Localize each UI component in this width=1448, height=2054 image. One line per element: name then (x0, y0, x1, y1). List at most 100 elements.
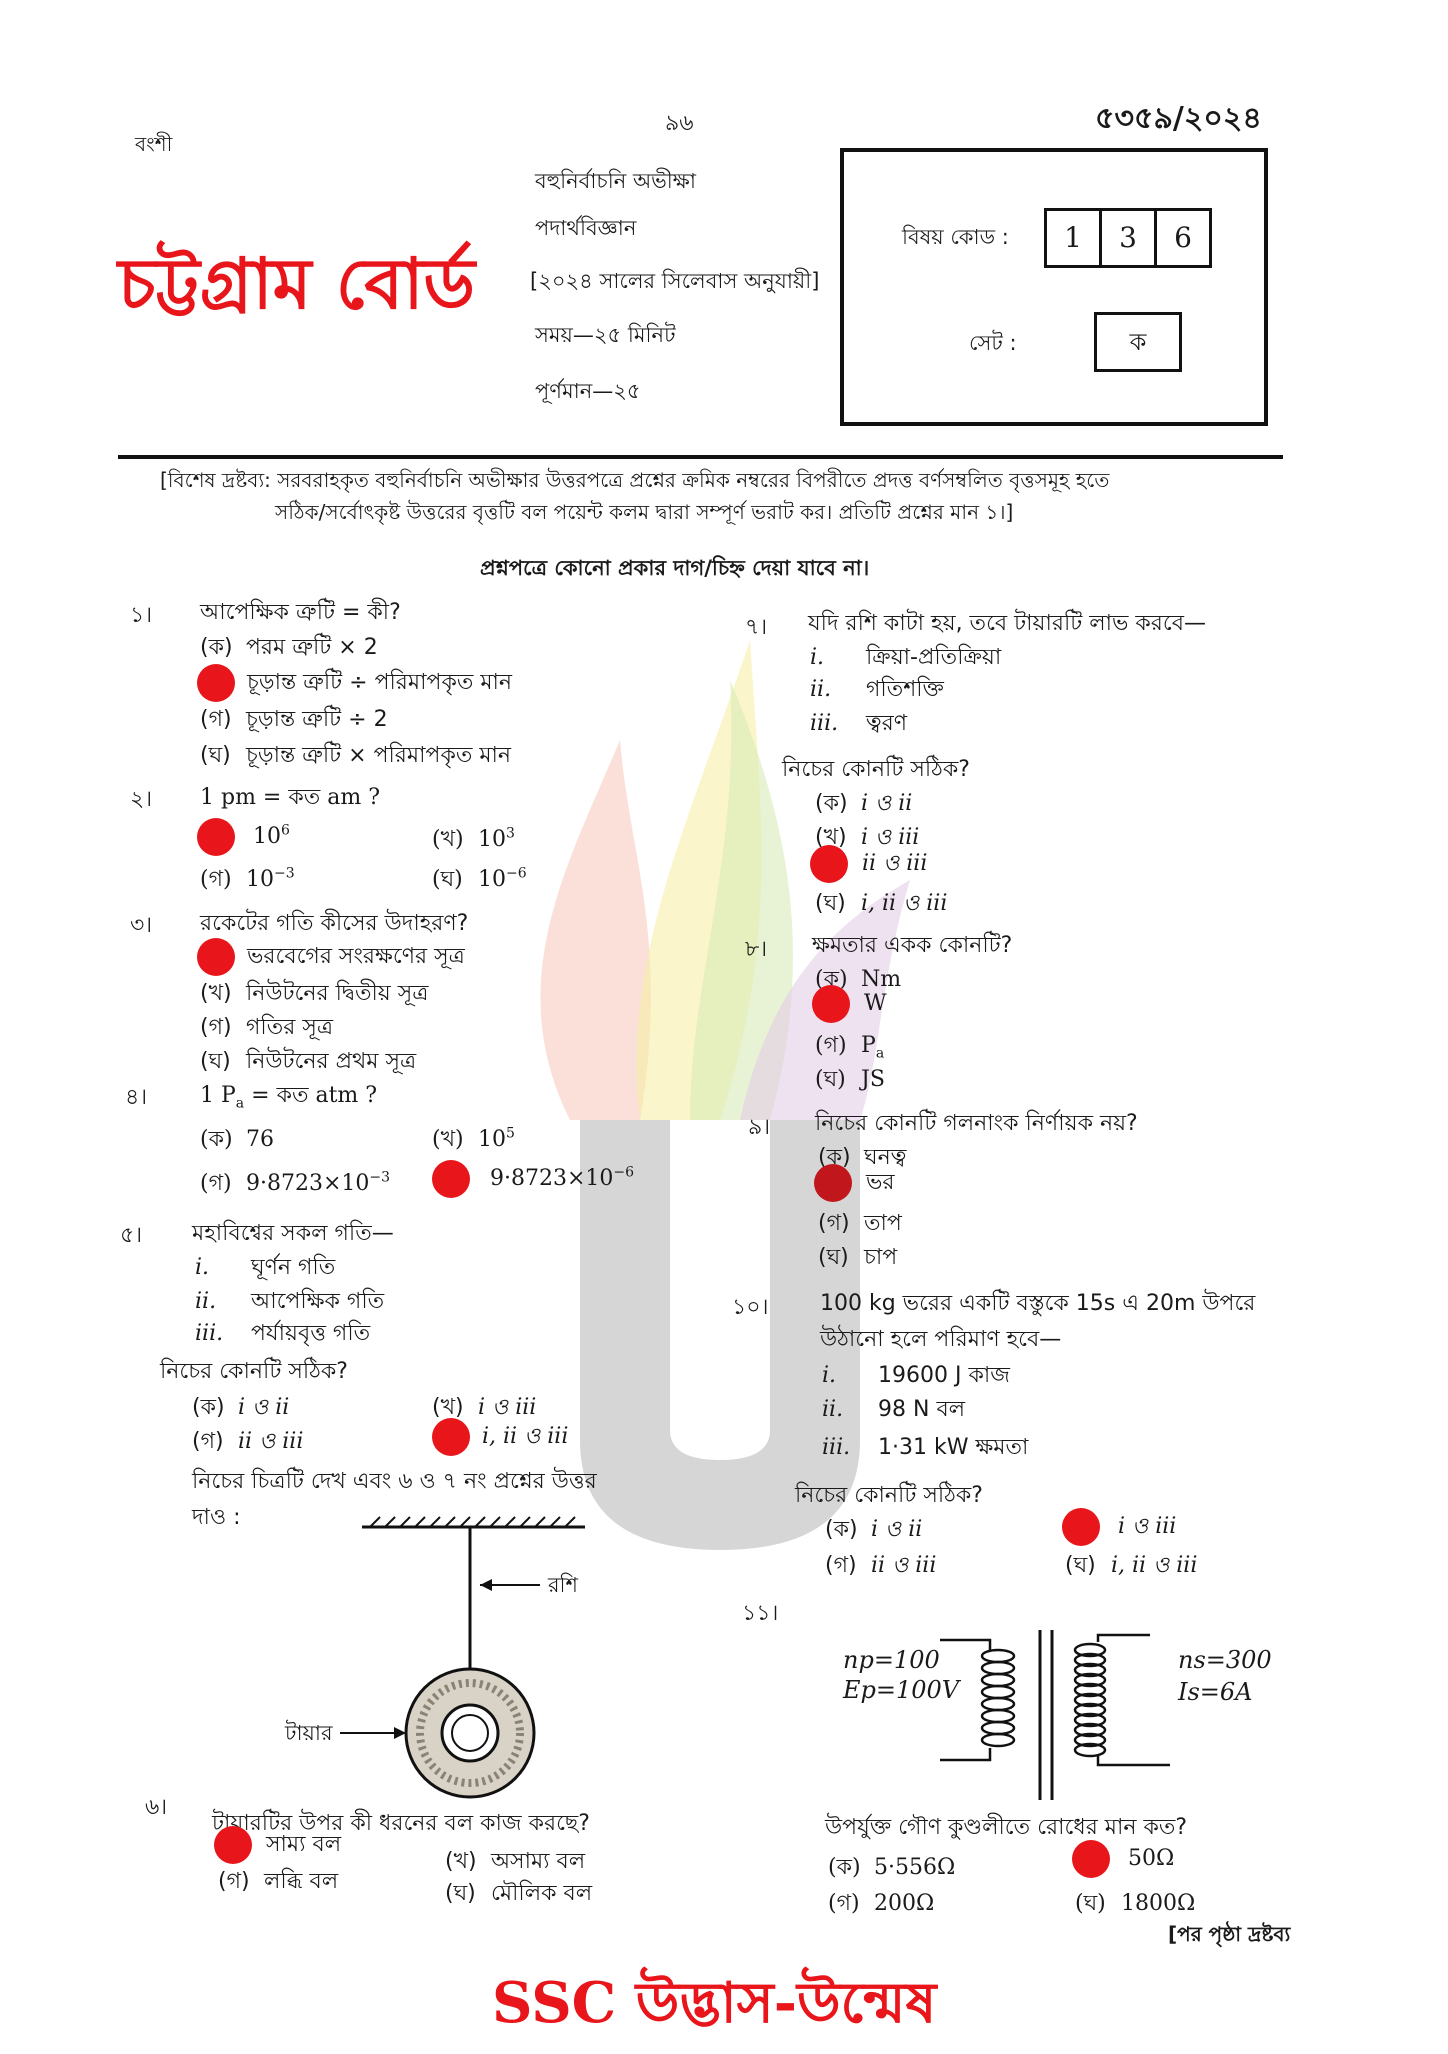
option-text: i ও iii (861, 825, 920, 850)
instruction-line-2: সঠিক/সর্বোৎকৃষ্ট উত্তরের বৃত্তটি বল পয়ে… (275, 500, 1014, 524)
q10-prompt: নিচের কোনটি সঠিক? (795, 1483, 983, 1508)
option-label: (গ) (825, 1553, 857, 1578)
option-text: নিউটনের দ্বিতীয় সূত্র (246, 981, 429, 1006)
q7-prompt: নিচের কোনটি সঠিক? (782, 757, 970, 782)
option-text: 76 (246, 1127, 274, 1152)
q9-option-d[interactable]: (ঘ)চাপ (818, 1240, 897, 1277)
q10-option-b[interactable]: i ও iii (1062, 1508, 1176, 1546)
q7-option-a[interactable]: (ক)i ও ii (815, 786, 912, 823)
q7-statement-i: i.ক্রিয়া-প্রতিক্রিয়া (810, 640, 1001, 677)
roman-label: i. (810, 645, 825, 670)
q1-option-a[interactable]: (ক)পরম ত্রুটি × 2 (200, 630, 378, 667)
exam-time: সময়—২৫ মিনিট (535, 323, 676, 347)
option-text: অসাম্য বল (491, 1849, 586, 1874)
q9-option-c[interactable]: (গ)তাপ (818, 1206, 902, 1243)
q1-option-b[interactable]: চূড়ান্ত ত্রুটি ÷ পরিমাপকৃত মান (197, 664, 512, 702)
q7-statement-ii: ii.গতিশক্তি (810, 672, 944, 709)
q2-option-b[interactable]: (খ)103 (432, 822, 515, 859)
option-text: i ও ii (871, 1517, 923, 1542)
q1-option-c[interactable]: (গ)চূড়ান্ত ত্রুটি ÷ 2 (200, 702, 388, 739)
exponent: −3 (274, 865, 295, 882)
q3-option-c[interactable]: (গ)গতির সূত্র (200, 1010, 333, 1047)
q5-option-a[interactable]: (ক)i ও ii (192, 1390, 289, 1427)
stem-67-line-2: দাও : (192, 1505, 241, 1530)
q9-text: নিচের কোনটি গলনাংক নির্ণায়ক নয়? (815, 1111, 1138, 1136)
ns-label: ns=300 (1178, 1646, 1272, 1674)
q9-number: ৯। (748, 1115, 771, 1140)
option-text: ভর (866, 1170, 895, 1195)
q6-option-a[interactable]: সাম্য বল (214, 1826, 341, 1864)
q8-option-d[interactable]: (ঘ)JS (815, 1062, 885, 1099)
q4-text-post: = কত atm ? (244, 1083, 378, 1108)
q10-option-d[interactable]: (ঘ)i, ii ও iii (1065, 1548, 1197, 1585)
q5-statement-ii: ii.আপেক্ষিক গতি (195, 1284, 384, 1321)
q11-option-b[interactable]: 50Ω (1072, 1840, 1174, 1878)
q5-option-d[interactable]: i, ii ও iii (432, 1418, 568, 1456)
option-text: 50Ω (1128, 1846, 1175, 1871)
q4-number: ৪। (125, 1085, 148, 1110)
q6-text: টায়ারটির উপর কী ধরনের বল কাজ করছে? (212, 1811, 590, 1836)
q4-option-b[interactable]: (খ)105 (432, 1122, 515, 1159)
q3-option-d[interactable]: (ঘ)নিউটনের প্রথম সূত্র (200, 1044, 416, 1081)
q8-option-c[interactable]: (গ)Pa (815, 1028, 884, 1065)
q6-option-b[interactable]: (খ) অসাম্য বল (445, 1844, 585, 1881)
q7-option-c[interactable]: ii ও iii (810, 845, 927, 883)
q7-option-d[interactable]: (ঘ)i, ii ও iii (815, 886, 947, 923)
option-label: (ক) (200, 1127, 233, 1152)
q4-option-c[interactable]: (গ)9·8723×10−3 (200, 1166, 390, 1203)
q4-text: 1 Pa = কত atm ? (200, 1078, 377, 1115)
answer-dot (432, 1160, 470, 1198)
option-text: 9·8723×10 (246, 1171, 370, 1196)
q2-option-a[interactable]: 106 (197, 818, 290, 856)
q6-number: ৬। (145, 1795, 168, 1820)
q5-text: মহাবিশ্বের সকল গতি— (192, 1221, 394, 1246)
page-number: ৯৬ (665, 111, 694, 136)
ep-label: Ep=100V (843, 1676, 960, 1704)
q3-option-a[interactable]: ভরবেগের সংরক্ষণের সূত্র (197, 938, 465, 976)
q11-option-c[interactable]: (গ)200Ω (828, 1886, 934, 1923)
full-marks: পূর্ণমান—২৫ (535, 379, 641, 403)
option-label: (গ) (200, 1171, 232, 1196)
option-label: (ক) (828, 1855, 861, 1880)
option-text: i ও ii (238, 1395, 290, 1420)
option-text: গতির সূত্র (246, 1015, 334, 1040)
q11-option-d[interactable]: (ঘ)1800Ω (1075, 1886, 1195, 1923)
q5-option-c[interactable]: (গ)ii ও iii (192, 1424, 303, 1461)
option-label: (ঘ) (815, 891, 846, 916)
q10-option-a[interactable]: (ক)i ও ii (825, 1512, 922, 1549)
option-label: (খ) (445, 1849, 477, 1874)
q4-option-d[interactable]: 9·8723×10−6 (432, 1160, 634, 1198)
set-value: ক (1094, 312, 1182, 372)
option-label: (ঘ) (1075, 1891, 1106, 1916)
q8-option-b[interactable]: W (812, 985, 887, 1023)
q6-option-c[interactable]: (গ)লব্ধি বল (218, 1864, 338, 1901)
q11-option-a[interactable]: (ক)5·556Ω (828, 1850, 955, 1887)
option-text: চাপ (864, 1245, 898, 1270)
option-text: i, ii ও iii (1111, 1553, 1198, 1578)
q2-option-c[interactable]: (গ)10−3 (200, 862, 295, 899)
answer-dot (810, 845, 848, 883)
q2-option-d[interactable]: (ঘ)10−6 (432, 862, 527, 899)
q9-option-b[interactable]: ভর (814, 1164, 895, 1202)
q1-option-d[interactable]: (ঘ)চূড়ান্ত ত্রুটি × পরিমাপকৃত মান (200, 738, 511, 775)
syllabus-note: [২০২৪ সালের সিলেবাস অনুযায়ী] (530, 269, 820, 293)
q10-text-line-2: উঠানো হলে পরিমাণ হবে— (820, 1327, 1062, 1352)
option-text: 9·8723×10 (490, 1166, 614, 1191)
q6-option-d[interactable]: (ঘ)মৌলিক বল (445, 1876, 592, 1913)
q3-option-b[interactable]: (খ)নিউটনের দ্বিতীয় সূত্র (200, 976, 428, 1013)
exam-type: বহুনির্বাচনি অভীক্ষা (535, 169, 696, 193)
q5-option-b[interactable]: (খ)i ও iii (432, 1390, 536, 1427)
q11-number: ১১। (742, 1601, 779, 1626)
set-label: সেট : (969, 331, 1017, 355)
option-text: 10 (478, 1127, 506, 1152)
option-label: (ঘ) (815, 1067, 846, 1092)
option-text: নিউটনের প্রথম সূত্র (246, 1049, 417, 1074)
answer-dot (197, 938, 235, 976)
subscript: a (875, 1045, 885, 1062)
option-text: 10 (246, 867, 274, 892)
q5-statement-iii: iii.পর্যায়বৃত্ত গতি (195, 1316, 370, 1353)
option-label: (ঘ) (200, 743, 231, 768)
q10-option-c[interactable]: (গ)ii ও iii (825, 1548, 936, 1585)
q4-option-a[interactable]: (ক) 76 (200, 1122, 274, 1159)
option-text: 10 (478, 867, 506, 892)
